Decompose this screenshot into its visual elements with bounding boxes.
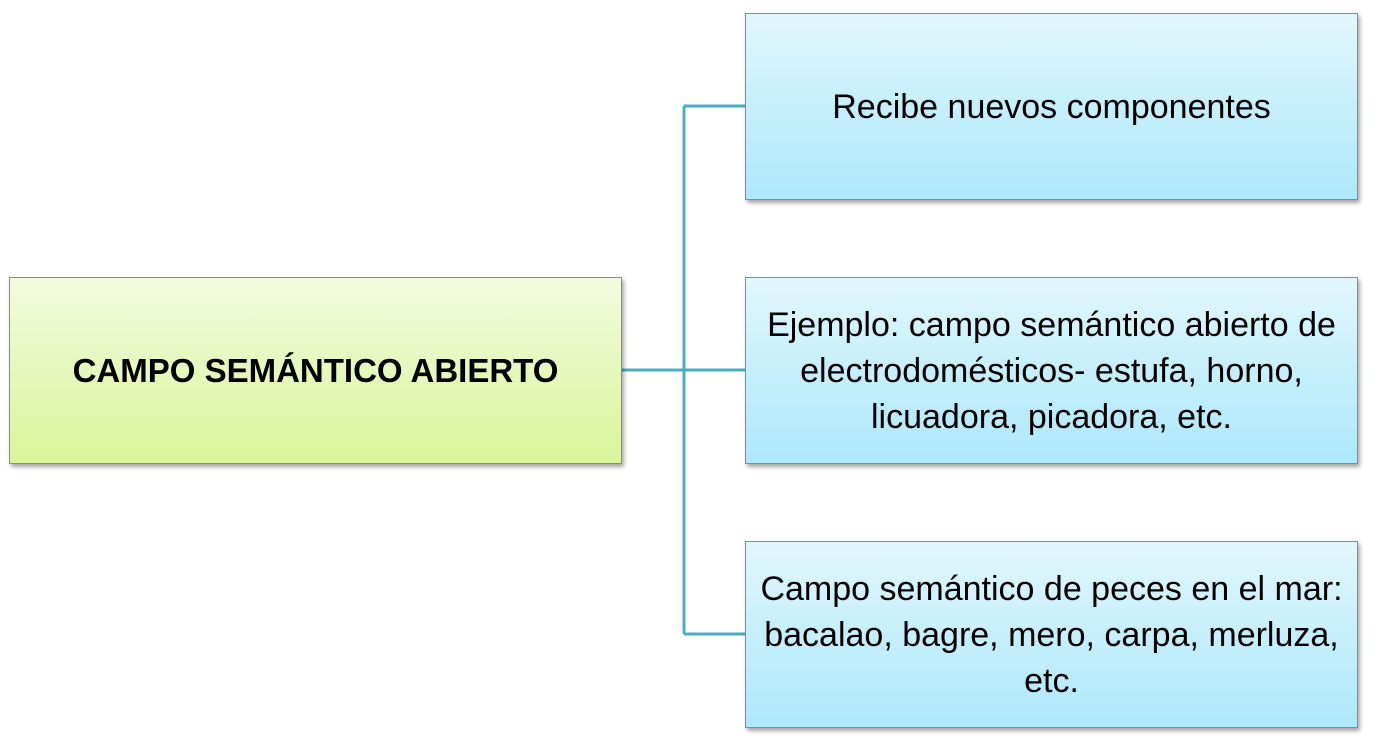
child-node-appliances-example: Ejemplo: campo semántico abierto de elec… <box>745 277 1358 464</box>
child-node-label: Ejemplo: campo semántico abierto de elec… <box>767 305 1336 436</box>
root-node-label: CAMPO SEMÁNTICO ABIERTO <box>72 351 559 389</box>
root-node: CAMPO SEMÁNTICO ABIERTO <box>9 277 622 464</box>
child-node-fish-example: Campo semántico de peces en el mar: baca… <box>745 541 1358 728</box>
child-node-label: Recibe nuevos componentes <box>832 87 1271 126</box>
child-node-new-components: Recibe nuevos componentes <box>745 13 1358 200</box>
child-node-label: Campo semántico de peces en el mar: baca… <box>760 569 1343 700</box>
